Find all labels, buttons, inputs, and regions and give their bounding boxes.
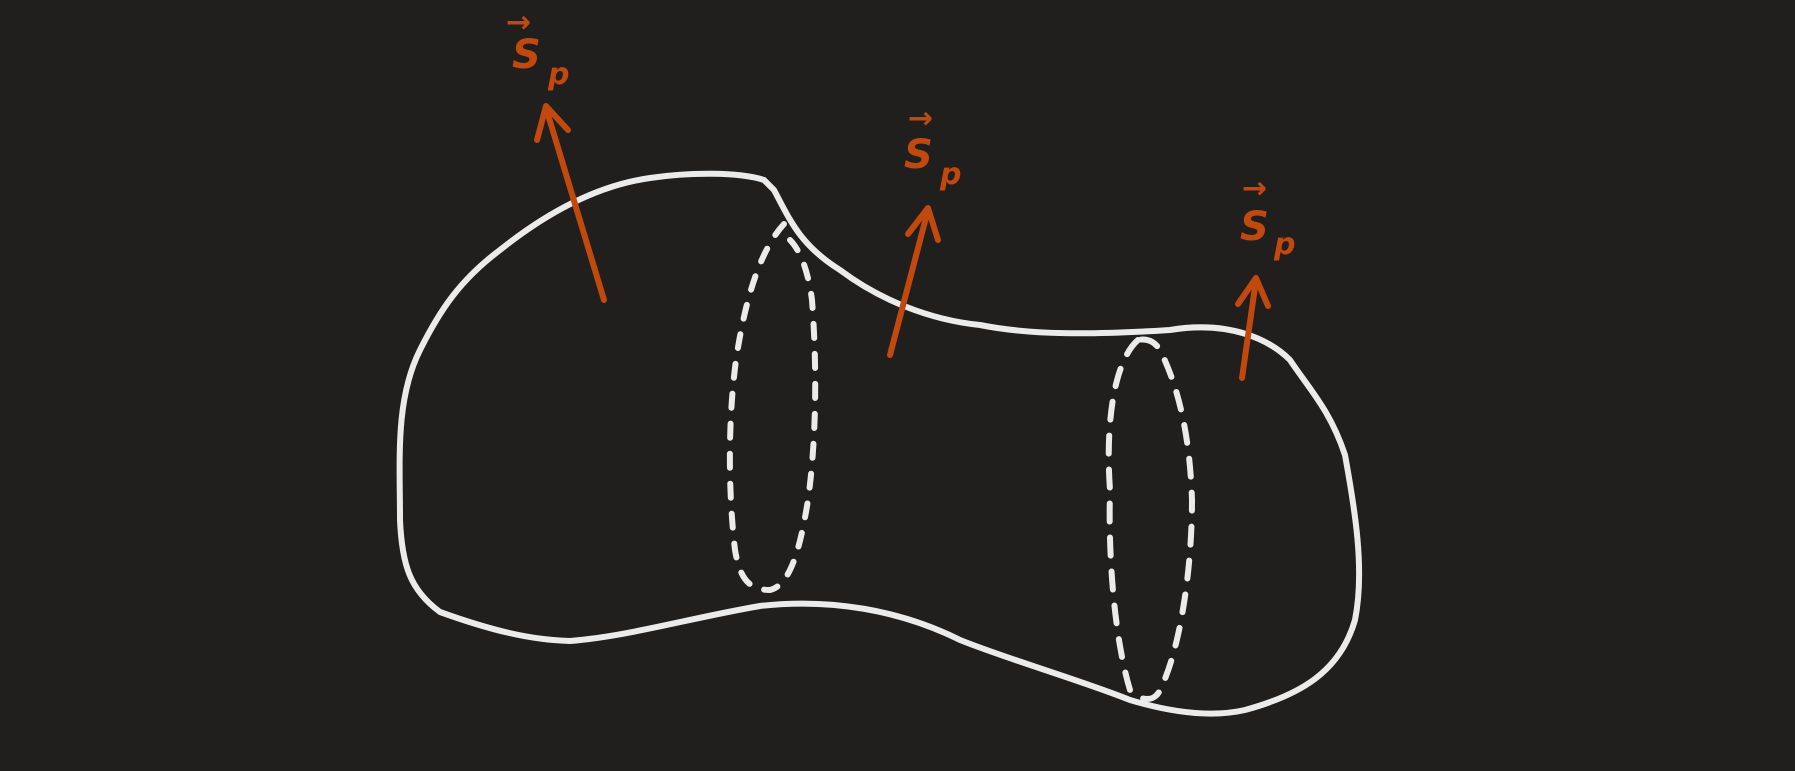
normal-vector-right-over-arrow: → — [1242, 171, 1267, 206]
normal-vector-middle-over-arrow: → — [908, 101, 933, 136]
normal-vector-left-symbol: S — [512, 32, 541, 78]
normal-vector-middle: S p → — [887, 101, 961, 358]
normal-vector-right-shaft — [1239, 277, 1259, 381]
normal-vector-middle-shaft — [887, 207, 931, 358]
closed-surface-outline — [396, 170, 1363, 717]
cross-section-left — [726, 221, 819, 594]
normal-vector-right: S p → — [1235, 171, 1295, 381]
normal-vector-middle-symbol: S — [904, 132, 933, 178]
normal-vector-left: S p → — [506, 5, 607, 303]
normal-vector-right-head — [1235, 275, 1271, 309]
normal-vector-left-subscript: p — [547, 57, 569, 92]
normal-vector-middle-head — [905, 205, 941, 243]
normal-vector-left-over-arrow: → — [506, 5, 531, 40]
normal-vector-left-head — [534, 103, 571, 143]
normal-vector-right-symbol: S — [1240, 204, 1269, 250]
normal-vector-right-subscript: p — [1273, 227, 1295, 262]
normal-vector-left-shaft — [543, 105, 607, 303]
cross-section-right — [1105, 336, 1196, 702]
normal-vector-middle-subscript: p — [939, 157, 961, 192]
